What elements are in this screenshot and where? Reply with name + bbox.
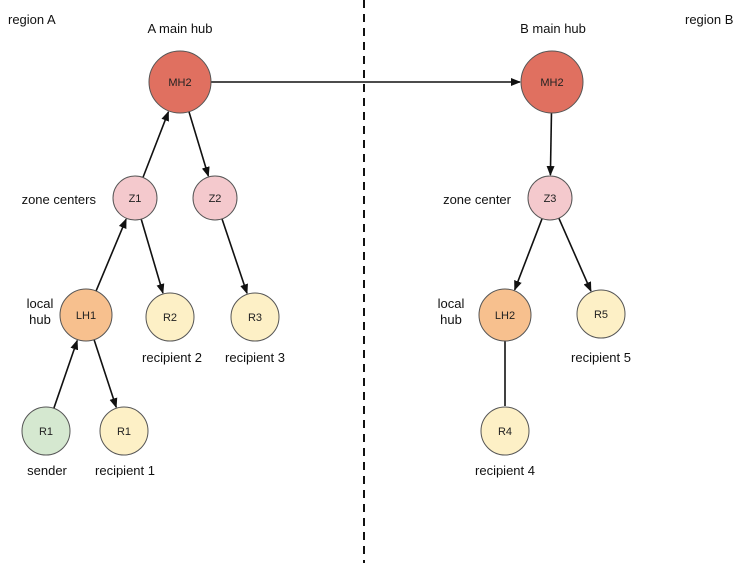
node-circle-r1_recipient (99, 406, 149, 456)
recipient-4-label: recipient 4 (475, 463, 535, 478)
zone-center-label: zone center (443, 192, 511, 207)
node-r2: R2 (145, 292, 195, 342)
b-main-hub-label: B main hub (520, 21, 586, 36)
edge-lh1-to-z1 (95, 218, 127, 292)
node-circle-r2 (145, 292, 195, 342)
region-b-label: region B (685, 12, 734, 27)
node-circle-r1_sender (21, 406, 71, 456)
node-circle-z2 (192, 175, 238, 221)
sender-label: sender (27, 463, 67, 478)
node-label-r1_recipient: R1 (117, 426, 131, 438)
node-circle-lh1 (59, 288, 113, 342)
edge-z2-to-r3 (221, 218, 248, 295)
node-circle-z3 (527, 175, 573, 221)
node-circle-r4 (480, 406, 530, 456)
node-label-r4: R4 (498, 426, 512, 438)
edge-mh2_b-to-z3 (546, 112, 555, 177)
node-label-r1_sender: R1 (39, 426, 53, 438)
node-label-z3: Z3 (544, 193, 557, 205)
edge-lh1-to-r1_recipient (93, 339, 118, 409)
edge-z1-to-mh2_a (142, 110, 170, 178)
node-label-z1: Z1 (129, 193, 142, 205)
node-circle-lh2 (478, 288, 532, 342)
node-r1_sender: R1 (21, 406, 71, 456)
node-circle-z1 (112, 175, 158, 221)
local-hub-b-label: local hub (437, 296, 465, 327)
edge-z3-to-r5 (558, 217, 592, 293)
node-label-r3: R3 (248, 312, 262, 324)
node-label-mh2_b: MH2 (540, 77, 563, 89)
node-r5: R5 (576, 289, 626, 339)
recipient-3-label: recipient 3 (225, 350, 285, 365)
node-label-lh2: LH2 (495, 310, 515, 322)
zone-centers-label: zone centers (21, 192, 96, 207)
local-hub-a-label: local hub (26, 296, 54, 327)
node-z2: Z2 (192, 175, 238, 221)
recipient-1-label: recipient 1 (95, 463, 155, 478)
node-mh2_a: MH2 (148, 50, 212, 114)
node-lh2: LH2 (478, 288, 532, 342)
edge-z1-to-r2 (140, 218, 165, 294)
node-circle-r3 (230, 292, 280, 342)
node-label-r2: R2 (163, 312, 177, 324)
node-r3: R3 (230, 292, 280, 342)
node-label-z2: Z2 (209, 193, 222, 205)
a-main-hub-label: A main hub (147, 21, 213, 36)
recipient-2-label: recipient 2 (142, 350, 202, 365)
node-label-mh2_a: MH2 (168, 77, 191, 89)
node-label-r5: R5 (594, 309, 608, 321)
node-lh1: LH1 (59, 288, 113, 342)
edge-mh2_a-to-z2 (188, 111, 210, 177)
node-circle-mh2_b (520, 50, 584, 114)
node-z3: Z3 (527, 175, 573, 221)
node-label-lh1: LH1 (76, 310, 96, 322)
node-r1_recipient: R1 (99, 406, 149, 456)
node-r4: R4 (480, 406, 530, 456)
region-a-label: region A (8, 12, 56, 27)
edge-r1_sender-to-lh1 (53, 339, 79, 409)
edge-z3-to-lh2 (513, 218, 543, 291)
node-circle-r5 (576, 289, 626, 339)
node-mh2_b: MH2 (520, 50, 584, 114)
recipient-5-label: recipient 5 (571, 350, 631, 365)
node-z1: Z1 (112, 175, 158, 221)
node-circle-mh2_a (148, 50, 212, 114)
